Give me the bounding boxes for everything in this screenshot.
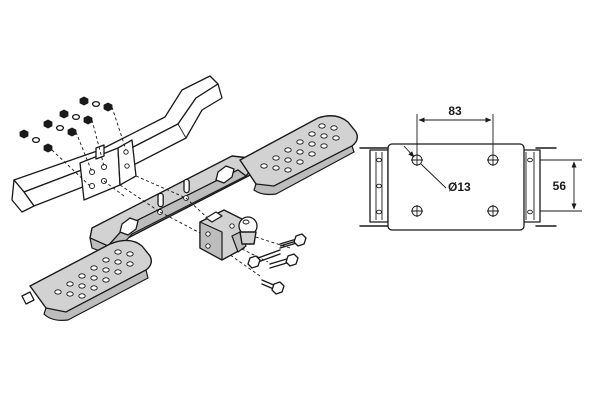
dimension-56-label: 56	[553, 179, 567, 193]
bolt-2	[247, 249, 281, 269]
exploded-assembly-view	[11, 75, 359, 321]
plate-bolt-holes	[411, 154, 499, 217]
right-step-plate	[239, 115, 359, 196]
bolt-1	[279, 233, 307, 249]
left-step-holes	[54, 249, 134, 299]
beam-slot-2	[183, 178, 190, 194]
beam-cutout-right	[215, 165, 235, 184]
dimension-diameter: Ø13	[403, 145, 471, 194]
beam-slot-1	[157, 192, 164, 208]
dimension-horizontal: 83	[416, 104, 494, 154]
nut-row-4	[19, 129, 53, 153]
nut-row-1	[79, 96, 113, 112]
nut-row-3	[43, 119, 77, 137]
dimension-83-label: 83	[448, 104, 462, 118]
nut-row-2	[59, 109, 93, 125]
dimension-vertical: 56	[540, 159, 582, 212]
tow-ball-mount	[199, 209, 258, 261]
right-step-holes	[260, 123, 340, 173]
diameter-13-label: Ø13	[448, 180, 471, 194]
bolt-3	[269, 253, 299, 269]
beam-cutout-left	[119, 217, 139, 236]
mounting-bolts	[247, 233, 307, 295]
nuts-and-washers	[19, 96, 127, 187]
left-step-plate	[21, 239, 153, 321]
bolt-4	[261, 279, 285, 295]
mounting-plate-dimension-view: 83 56 Ø13	[359, 104, 582, 231]
left-step-end-cap	[21, 291, 35, 305]
